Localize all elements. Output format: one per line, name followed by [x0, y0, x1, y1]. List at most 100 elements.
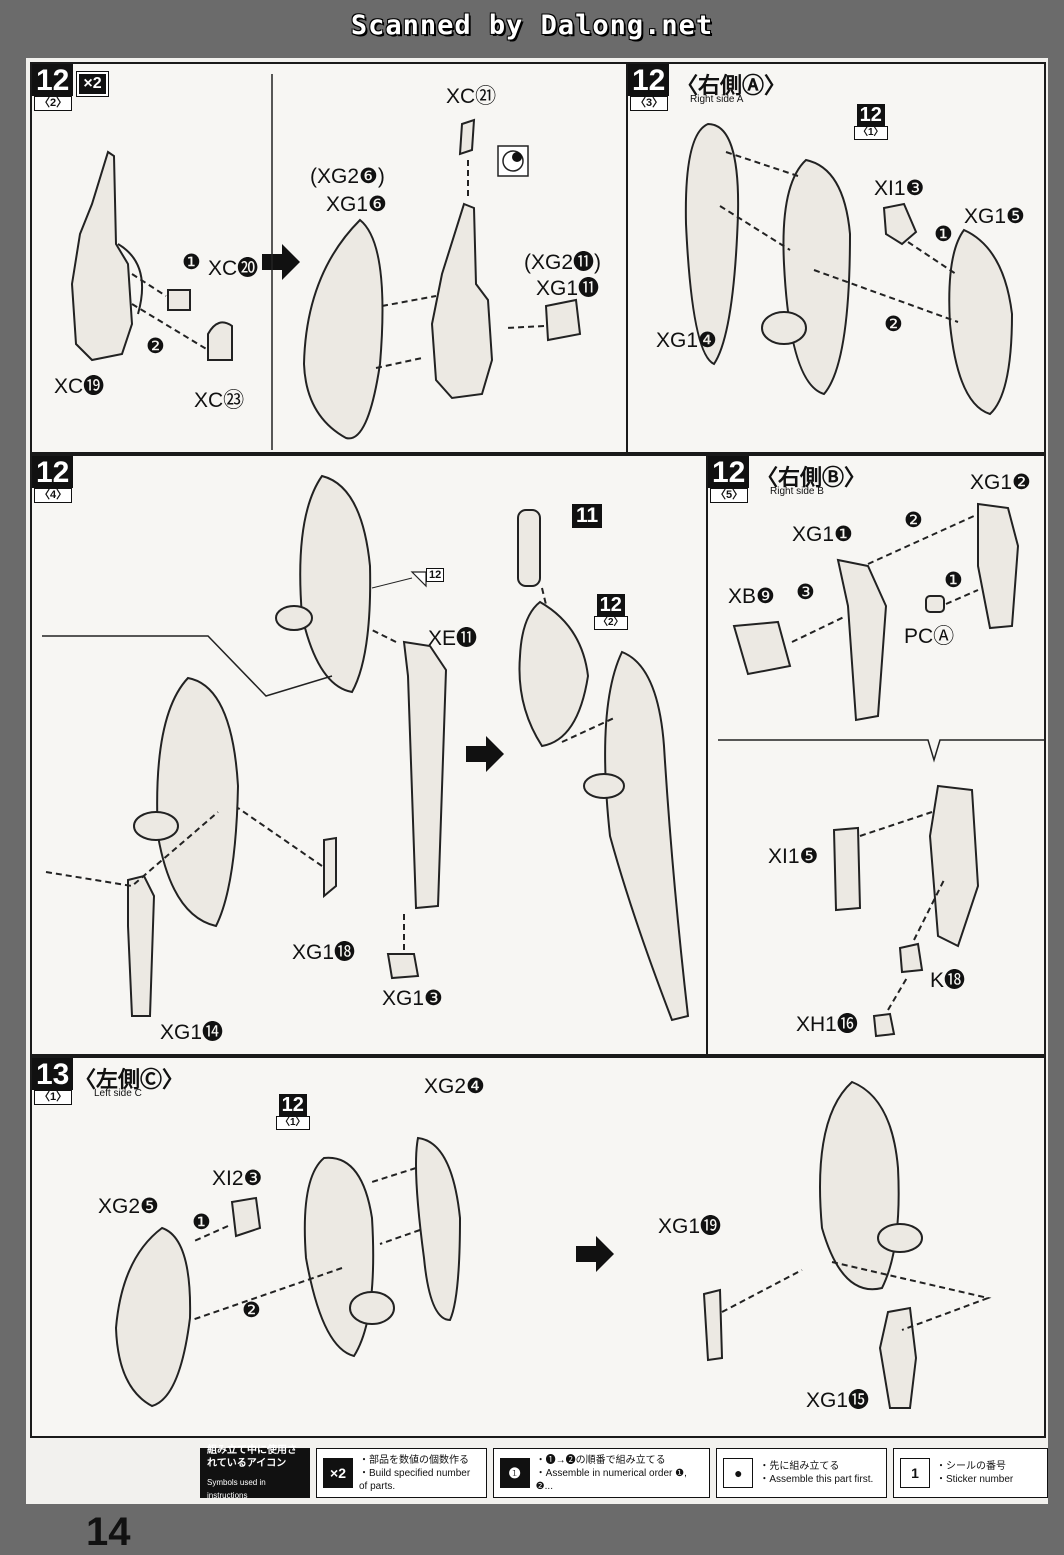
- part-11-label: 11: [572, 504, 603, 528]
- scan-banner: Scanned by Dalong.net: [350, 9, 714, 41]
- k18-part: [898, 942, 924, 974]
- backpack-lower: [156, 676, 240, 928]
- xg1-14-part: [127, 874, 156, 1017]
- legend-item-order: ❶ ・❶→❷の順番で組み立てる・Assemble in numerical or…: [492, 1448, 711, 1498]
- step-12-5-illustration: [718, 502, 1044, 1038]
- side-subtitle: Right side A: [690, 94, 744, 105]
- backpack-core-left: [303, 1156, 375, 1358]
- xg1-6-shell: [302, 218, 384, 440]
- step-13-1-illustration: [114, 1080, 992, 1409]
- reference-step-tag: 12 〈1〉: [854, 104, 888, 140]
- legend-item-assemble-first: ● ・先に組み立てる・Assemble this part first.: [716, 1448, 888, 1498]
- ref-step-number: 12: [278, 1094, 307, 1116]
- step-badge: 12 〈3〉: [628, 64, 670, 111]
- step-number: 12: [628, 64, 670, 96]
- label-xg1-11: XG1⓫: [536, 277, 600, 300]
- label-xg2-5: XG2❺: [98, 1195, 159, 1218]
- sub-assembly-12-2: [518, 600, 590, 748]
- xc21-part: [458, 118, 476, 156]
- xg1-2-part: [977, 502, 1020, 630]
- xi2-3-part: [230, 1196, 262, 1238]
- panel-step-12-4: 12 〈4〉 12 XE⓫: [30, 454, 708, 1056]
- xg1-3-part: [386, 953, 420, 980]
- legend-item-jp: ・先に組み立てる: [759, 1461, 840, 1472]
- label-k18: K⓲: [930, 969, 966, 992]
- label-xg2-11: (XG2⓫): [524, 251, 602, 274]
- legend-item-en: ・Assemble this part first.: [759, 1474, 874, 1485]
- label-xg2-6: (XG2❻): [310, 165, 385, 188]
- label-xg1-5: XG1❺: [964, 205, 1025, 228]
- step-number: 13: [32, 1058, 74, 1090]
- legend-item-en: ・Sticker number: [936, 1474, 1014, 1485]
- label-xi1-3: XI1❸: [874, 177, 925, 200]
- side-subtitle: Right side B: [770, 486, 824, 497]
- panel-step-12-5: 12 〈5〉 〈右側Ⓑ〉 Right side B XG1❷ XG1❶ ❷ ❶ …: [706, 454, 1046, 1056]
- xc20-part: [167, 289, 191, 311]
- assembled-backpack-right: [604, 650, 690, 1022]
- label-o2: ❷: [242, 1299, 261, 1322]
- label-o1: ❶: [934, 223, 953, 246]
- xg1-4-plate: [684, 122, 740, 366]
- legend-item-jp: ・❶→❷の順番で組み立てる: [535, 1454, 666, 1466]
- label-xg1-19: XG1⓳: [658, 1215, 722, 1238]
- legend-item-jp: ・部品を数値の個数作る: [359, 1454, 469, 1466]
- step-number: 12: [32, 64, 74, 96]
- substep-number: 〈4〉: [34, 488, 73, 503]
- part-11: [517, 509, 541, 587]
- multiplier-icon: ×2: [323, 1458, 353, 1488]
- label-o1: ❶: [944, 569, 963, 592]
- next-arrow: [262, 244, 300, 280]
- xb9-part: [732, 620, 792, 676]
- label-xc21: XC㉑: [446, 85, 497, 108]
- order-number-icon: ❶: [499, 1458, 530, 1488]
- xg1-11-part: [544, 298, 582, 342]
- legend-title-en: Symbols used in instructions: [207, 1478, 266, 1500]
- label-xb9: XB❾: [728, 585, 775, 608]
- label-xg1-14: XG1⓮: [160, 1021, 224, 1044]
- legend-item-sticker: 1 ・シールの番号・Sticker number: [893, 1448, 1049, 1498]
- substep-number: 〈1〉: [34, 1090, 73, 1105]
- step-12-2-illustration: [70, 74, 582, 450]
- panel-step-12-3: 12 〈3〉 〈右側Ⓐ〉 Right side A 12 〈1〉 XI1❸ XG…: [626, 62, 1046, 454]
- sticker-icon: [410, 571, 427, 588]
- label-xh1-16: XH1⓰: [796, 1013, 858, 1036]
- label-o1: ❶: [192, 1211, 211, 1234]
- xg1-1-part: [836, 558, 888, 722]
- side-title: 〈右側Ⓐ〉: [676, 73, 787, 98]
- legend-item-multiplier: ×2 ・部品を数値の個数作る・Build specified number of…: [316, 1448, 487, 1498]
- label-xc23: XC㉓: [194, 389, 245, 412]
- legend-item-en: ・Build specified number of parts.: [359, 1467, 471, 1492]
- step-number: 12: [32, 456, 74, 488]
- reference-step-tag: 12 〈2〉: [594, 594, 628, 630]
- side-subtitle: Left side C: [94, 1088, 142, 1099]
- step-badge: 12 〈5〉: [708, 456, 750, 503]
- substep-number: 〈2〉: [34, 96, 73, 111]
- reference-step-tag: 12 〈1〉: [276, 1094, 310, 1130]
- label-xg1-18: XG1⓲: [292, 941, 356, 964]
- xg2-5-shell: [114, 1226, 192, 1408]
- substep-number: 〈3〉: [630, 96, 669, 111]
- assembled-right-b: [928, 784, 980, 948]
- label-xg1-2: XG1❷: [970, 471, 1031, 494]
- next-arrow: [576, 1236, 614, 1272]
- label-xg1-15: XG1⓯: [806, 1389, 870, 1412]
- label-xe11: XE⓫: [428, 627, 478, 650]
- ref-step-number: 12: [596, 594, 625, 616]
- label-xg1-6: XG1❻: [326, 193, 387, 216]
- ref-step-number: 12: [856, 104, 885, 126]
- arm-frame-part: [70, 150, 134, 362]
- instruction-sheet: 12 ×2 〈2〉: [26, 58, 1048, 1554]
- backpack-core: [782, 158, 852, 396]
- step-12-3-illustration: [684, 122, 1014, 416]
- xi1-5-part: [832, 826, 862, 912]
- next-arrow: [466, 736, 504, 772]
- backpack-upper: [299, 474, 372, 694]
- step-badge: 13 〈1〉: [32, 1058, 74, 1105]
- step-badge: 12 ×2 〈2〉: [32, 64, 109, 111]
- label-o2: ❷: [884, 313, 903, 336]
- step-12-4-illustration: [42, 474, 690, 1022]
- side-title: 〈右側Ⓑ〉: [756, 465, 867, 490]
- pca-part: [925, 595, 945, 613]
- label-xc19: XC⓳: [54, 375, 105, 398]
- step-badge: 12 〈4〉: [32, 456, 74, 503]
